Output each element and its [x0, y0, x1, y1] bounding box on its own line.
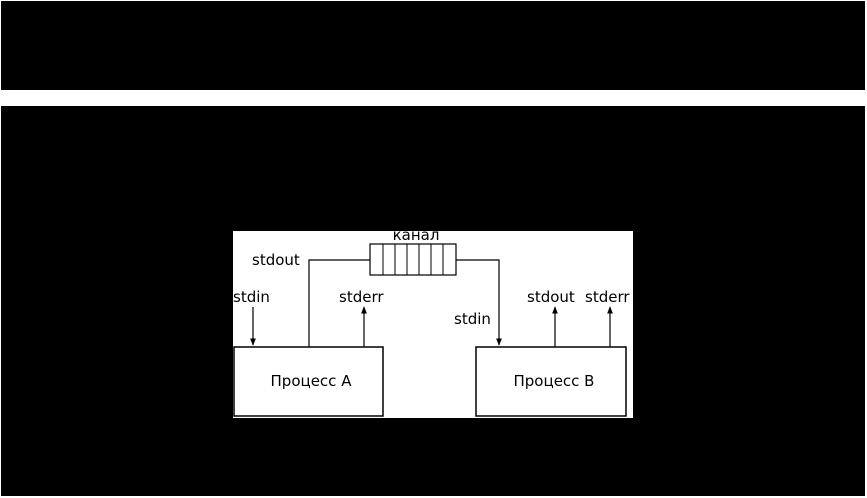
process-b-stdout-label: stdout — [527, 288, 575, 306]
process-a-label: Процесс А — [271, 372, 353, 390]
top-black-band — [1, 1, 865, 90]
channel-buffer — [369, 243, 457, 276]
process-b-box — [475, 346, 627, 417]
process-a-box — [233, 346, 384, 417]
process-b-stderr-label: stderr — [585, 288, 630, 306]
process-a-stderr-label: stderr — [339, 288, 384, 306]
process-a-stdout-label: stdout — [252, 251, 300, 269]
process-a-stdout-line — [308, 259, 370, 347]
process-b-stdin-label: stdin — [454, 310, 491, 328]
process-b-stdin-arrow — [456, 259, 502, 346]
channel-label: канал — [393, 226, 440, 244]
process-a-stdin-label: stdin — [233, 288, 270, 306]
process-b-label: Процесс B — [514, 372, 595, 390]
